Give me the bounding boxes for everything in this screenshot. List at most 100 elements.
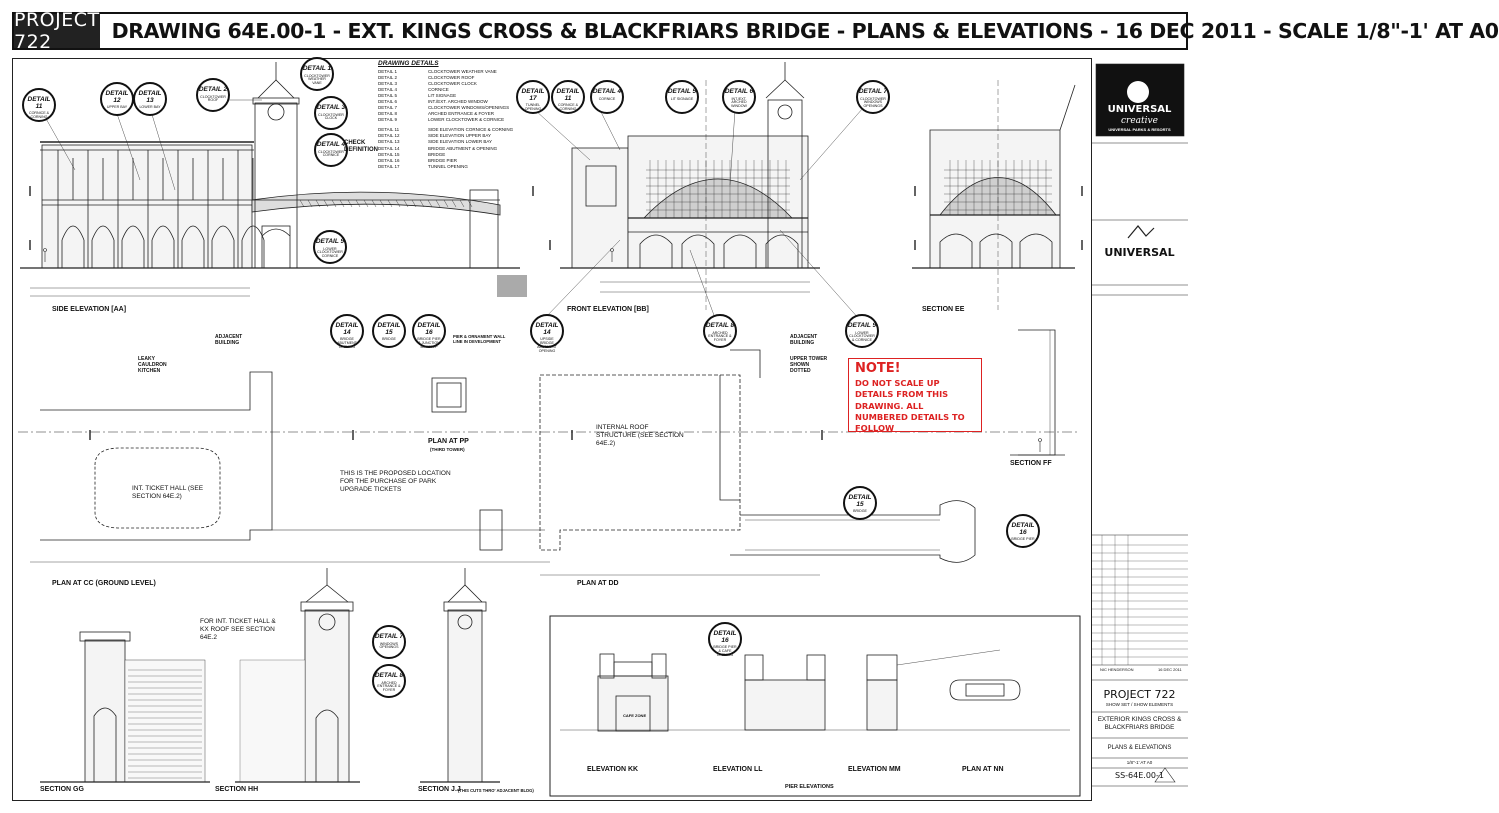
bubble-title: DETAIL 16 — [1011, 522, 1035, 536]
universal-creative-logo-tag: UNIVERSAL PARKS & RESORTS — [1108, 127, 1171, 132]
bubble-desc: BRIDGE PIER & JUNCTION BOXSTEP — [417, 337, 441, 349]
bubble-desc: CORNICE & CORNING — [558, 103, 578, 111]
plan-cc-drawing — [18, 371, 1080, 563]
detail-code: DETAIL 12 — [378, 133, 400, 139]
scale-figures — [43, 248, 1042, 452]
bubble-title: DETAIL 11 — [556, 88, 580, 102]
drawing-detail-row: DETAIL 14 BRIDGE ABUTMENT & OPENING — [378, 146, 518, 152]
bubble-desc: LIT SIGNAGE — [670, 96, 694, 101]
annotation: LEAKY CAULDRON KITCHEN — [138, 356, 167, 374]
bubble-desc: ARCHED ENTRANCE & FOYER — [708, 330, 732, 343]
tb-sheet-title: PLANS & ELEVATIONS — [1107, 745, 1172, 751]
bubble-title: DETAIL 2 — [198, 86, 228, 93]
tb-drawn-by: NIC HENDERSON — [1100, 667, 1134, 672]
bubble-title: DETAIL 5 — [667, 88, 697, 95]
detail-desc: BRIDGE ABUTMENT & OPENING — [428, 145, 498, 151]
annotation: PIER & ORNAMENT WALL LINE IN DEVELOPMENT — [453, 334, 506, 345]
bubble-desc: LOWER CLOCKTOWER CORNICE — [317, 246, 343, 259]
section-jj-drawing — [420, 568, 500, 783]
bubble-desc: CLOCKTOWER CORNICE — [318, 149, 344, 158]
title-block-lines — [1091, 63, 1188, 787]
detail-desc: INT./EXT. ARCHED WINDOW — [428, 99, 488, 105]
bubble-desc: BRIDGE ABUTMENT OPENING — [337, 337, 357, 349]
detail-code: DETAIL 5 — [378, 93, 398, 99]
detail-desc: CLOCKTOWER CLOCK — [428, 80, 477, 86]
section-ff-drawing — [1010, 329, 1065, 456]
drawing-title: DRAWING 64E.00-1 - EXT. KINGS CROSS & BL… — [111, 19, 1499, 43]
bubble-title: DETAIL 1 — [302, 65, 332, 72]
detail-code: DETAIL 2 — [378, 74, 398, 80]
annotation: INTERNAL ROOF STRUCTURE (SEE SECTION 64E… — [596, 424, 684, 447]
detail-desc: SIDE ELEVATION UPPER BAY — [428, 133, 492, 139]
view-title: PLAN AT DD — [577, 580, 619, 587]
view-title: PLAN AT PP — [428, 438, 469, 445]
bubble-desc: BRIDGE PIER — [1011, 537, 1035, 541]
view-title: PLAN AT NN — [962, 766, 1004, 773]
detail-code: DETAIL 15 — [378, 151, 400, 157]
detail-desc: CLOCKTOWER WINDOWS/OPENINGS — [428, 105, 510, 111]
pier-elevations-drawing — [549, 615, 1081, 797]
linework — [18, 62, 1083, 797]
bubble-title: DETAIL 15 — [377, 322, 401, 336]
detail-desc: CLOCKTOWER ROOF — [428, 74, 475, 80]
universal-creative-logo-sub: creative — [1121, 116, 1158, 126]
bubble-title: DETAIL 6 — [724, 88, 754, 95]
detail-desc: SIDE ELEVATION CORNICE & CORNING — [428, 127, 514, 133]
detail-code: DETAIL 3 — [378, 80, 398, 86]
bubble-desc: UPSIDE BRIDGE ABUTMENT OPENING — [537, 337, 557, 353]
detail-code: DETAIL 6 — [378, 99, 398, 105]
bubble-desc: CORNICE — [598, 96, 616, 101]
tb-drawing-number: SS-64E.00-1 — [1115, 771, 1164, 780]
plan-dd-drawing — [539, 349, 976, 576]
drawing-detail-row: DETAIL 7 CLOCKTOWER WINDOWS/OPENINGS — [378, 105, 518, 111]
bubble-title: DETAIL 14 — [535, 322, 559, 336]
front-elevation-drawing — [560, 62, 820, 310]
tb-scale: 1/8"-1' AT A0 — [1126, 760, 1153, 765]
project-label: PROJECT 722 — [14, 9, 100, 53]
detail-desc: LIT SIGNAGE — [428, 93, 457, 99]
annotation: CHECK DEFINITION — [344, 140, 378, 154]
detail-code: DETAIL 14 — [378, 145, 400, 151]
view-title: SECTION FF — [1010, 460, 1052, 467]
tb-date: 16 DEC 2011 — [1158, 667, 1182, 672]
view-title: ELEVATION KK — [587, 766, 639, 773]
view-title: FRONT ELEVATION [BB] — [567, 306, 649, 313]
note-box: NOTE! DO NOT SCALE UP DETAILS FROM THIS … — [848, 358, 982, 434]
note-body: DO NOT SCALE UP DETAILS FROM THIS DRAWIN… — [855, 378, 965, 434]
bubble-desc: BRIDGE PIER & CAFE OPENING — [713, 645, 737, 657]
bubble-desc: TUNNEL OPENING — [524, 103, 542, 111]
section-markers — [29, 186, 1083, 440]
drawing-detail-row: DETAIL 12 SIDE ELEVATION UPPER BAY — [378, 133, 518, 139]
view-subtitle: (THIS CUTS THRO' ADJACENT BLDG) — [458, 788, 534, 793]
drawing-header: PROJECT 722 DRAWING 64E.00-1 - EXT. KING… — [12, 9, 1499, 53]
bubble-desc: LOWER BAY — [139, 105, 161, 109]
view-subtitle: (THIRD TOWER) — [430, 447, 465, 452]
bubble-title: DETAIL 7 — [374, 633, 404, 640]
bubble-title: DETAIL 3 — [316, 104, 346, 111]
view-title: ELEVATION LL — [713, 766, 763, 773]
drawing-details-heading: DRAWING DETAILS — [378, 60, 439, 67]
detail-code: DETAIL 7 — [378, 105, 398, 111]
universal-creative-logo: UNIVERSAL — [1107, 104, 1172, 115]
bubble-desc: LOWER CLOCKTOWER & CORNICE — [849, 330, 875, 343]
bubble-title: DETAIL 13 — [138, 90, 162, 104]
bubble-desc: CLOCKTOWER ROOF — [200, 94, 226, 103]
bubble-title: DETAIL 4 — [316, 141, 346, 148]
bubble-desc: BRIDGE — [382, 337, 396, 341]
